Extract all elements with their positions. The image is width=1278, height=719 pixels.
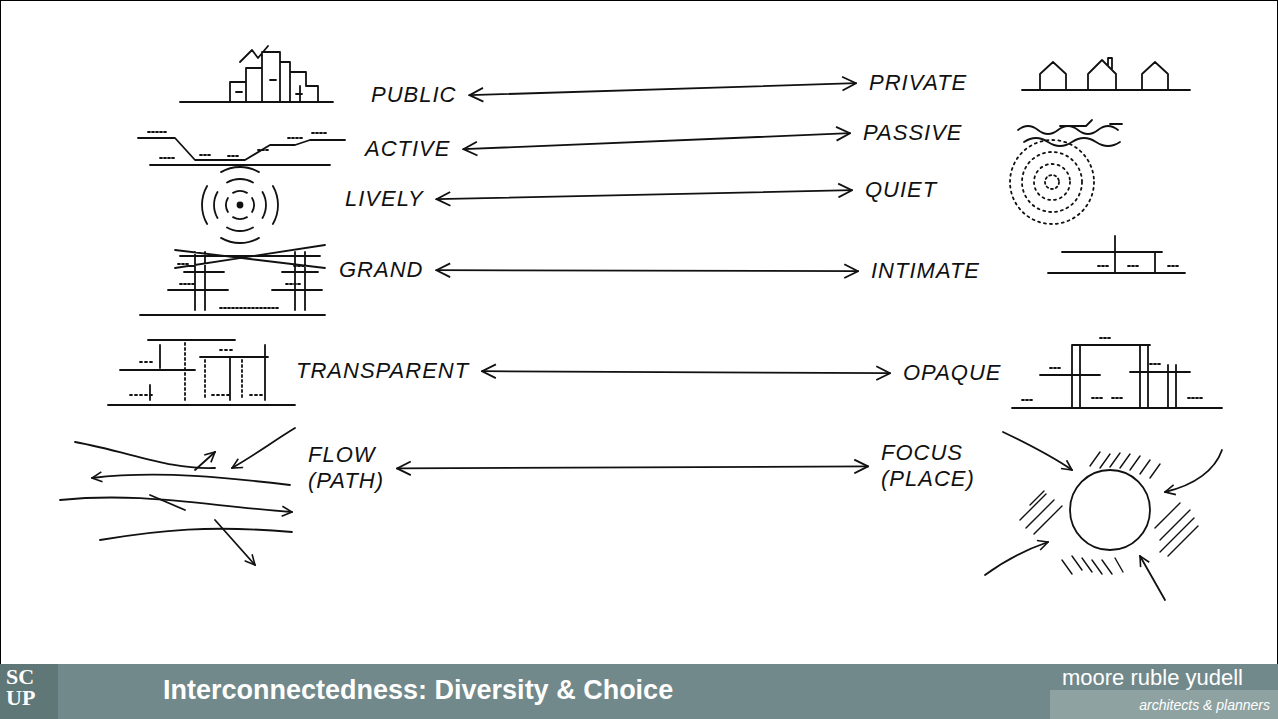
transparent-sketch (108, 340, 295, 405)
double-arrow (463, 133, 850, 149)
flow-arrow (215, 520, 255, 565)
term-text: QUIET (865, 177, 937, 203)
quiet-ring (1022, 152, 1082, 212)
people-scribbles (1022, 338, 1202, 400)
quiet-ring (1010, 140, 1094, 224)
term-label: PRIVATE (866, 68, 970, 98)
term-text: PUBLIC (371, 82, 456, 108)
term-label: TRANSPARENT (293, 356, 472, 386)
flow-line (75, 442, 215, 468)
slide-title: Interconnectedness: Diversity & Choice (163, 674, 673, 706)
logo-mark: SC UP (6, 667, 35, 709)
term-text: ACTIVE (365, 136, 450, 162)
term-text: FLOW (PATH) (308, 442, 384, 495)
term-text: GRAND (339, 257, 423, 283)
people-scribbles (130, 343, 264, 400)
focus-arrow (1165, 450, 1222, 492)
quiet-ring (1045, 175, 1059, 189)
intimate-frame-sketch (1048, 236, 1185, 273)
focus-hatching (1020, 452, 1198, 574)
term-label: LIVELY (342, 184, 427, 214)
term-label: PUBLIC (368, 80, 459, 110)
focus-arrow (1003, 432, 1072, 470)
sketch-group (60, 46, 1222, 600)
term-text: OPAQUE (903, 360, 1002, 386)
term-text: TRANSPARENT (296, 358, 469, 384)
grand-frame-sketch (140, 245, 325, 315)
double-arrow (482, 371, 890, 373)
focus-arrow (985, 542, 1048, 575)
firm-name: moore ruble yudell (1062, 666, 1243, 690)
people-scribbles (178, 264, 304, 308)
term-label: FLOW (PATH) (305, 440, 387, 497)
term-text: PRIVATE (869, 70, 967, 96)
term-label: QUIET (862, 175, 940, 205)
flow-arrow (60, 497, 292, 512)
focus-place (1070, 470, 1150, 550)
focus-arrow (1140, 556, 1165, 600)
flow-line (150, 495, 185, 510)
houses-sketch (1022, 58, 1190, 90)
terrain-sketch (138, 138, 345, 165)
flow-line (100, 529, 292, 540)
water-sketch (1018, 120, 1122, 146)
term-text: FOCUS (PLACE) (881, 440, 975, 493)
flow-arrow (232, 428, 295, 468)
skyline-sketch (180, 46, 333, 102)
people-scribbles (1098, 265, 1178, 267)
sound-rings (202, 167, 278, 243)
term-label: PASSIVE (860, 118, 966, 148)
firm-tagline: architects & planners (1139, 696, 1270, 714)
double-arrow (436, 270, 858, 271)
double-arrow (469, 83, 856, 95)
term-text: INTIMATE (871, 258, 980, 284)
people-scribbles (148, 132, 328, 158)
term-label: OPAQUE (900, 358, 1005, 388)
double-arrow (397, 466, 868, 468)
quiet-ring (1034, 164, 1070, 200)
flow-arrow (92, 475, 290, 485)
term-label: ACTIVE (362, 134, 453, 164)
term-label: FOCUS (PLACE) (878, 438, 978, 495)
double-arrow (437, 190, 852, 199)
sound-source (238, 203, 243, 208)
term-text: PASSIVE (863, 120, 963, 146)
term-label: INTIMATE (868, 256, 983, 286)
flow-arrow (195, 452, 215, 470)
term-label: GRAND (336, 255, 426, 285)
term-text: LIVELY (345, 186, 424, 212)
